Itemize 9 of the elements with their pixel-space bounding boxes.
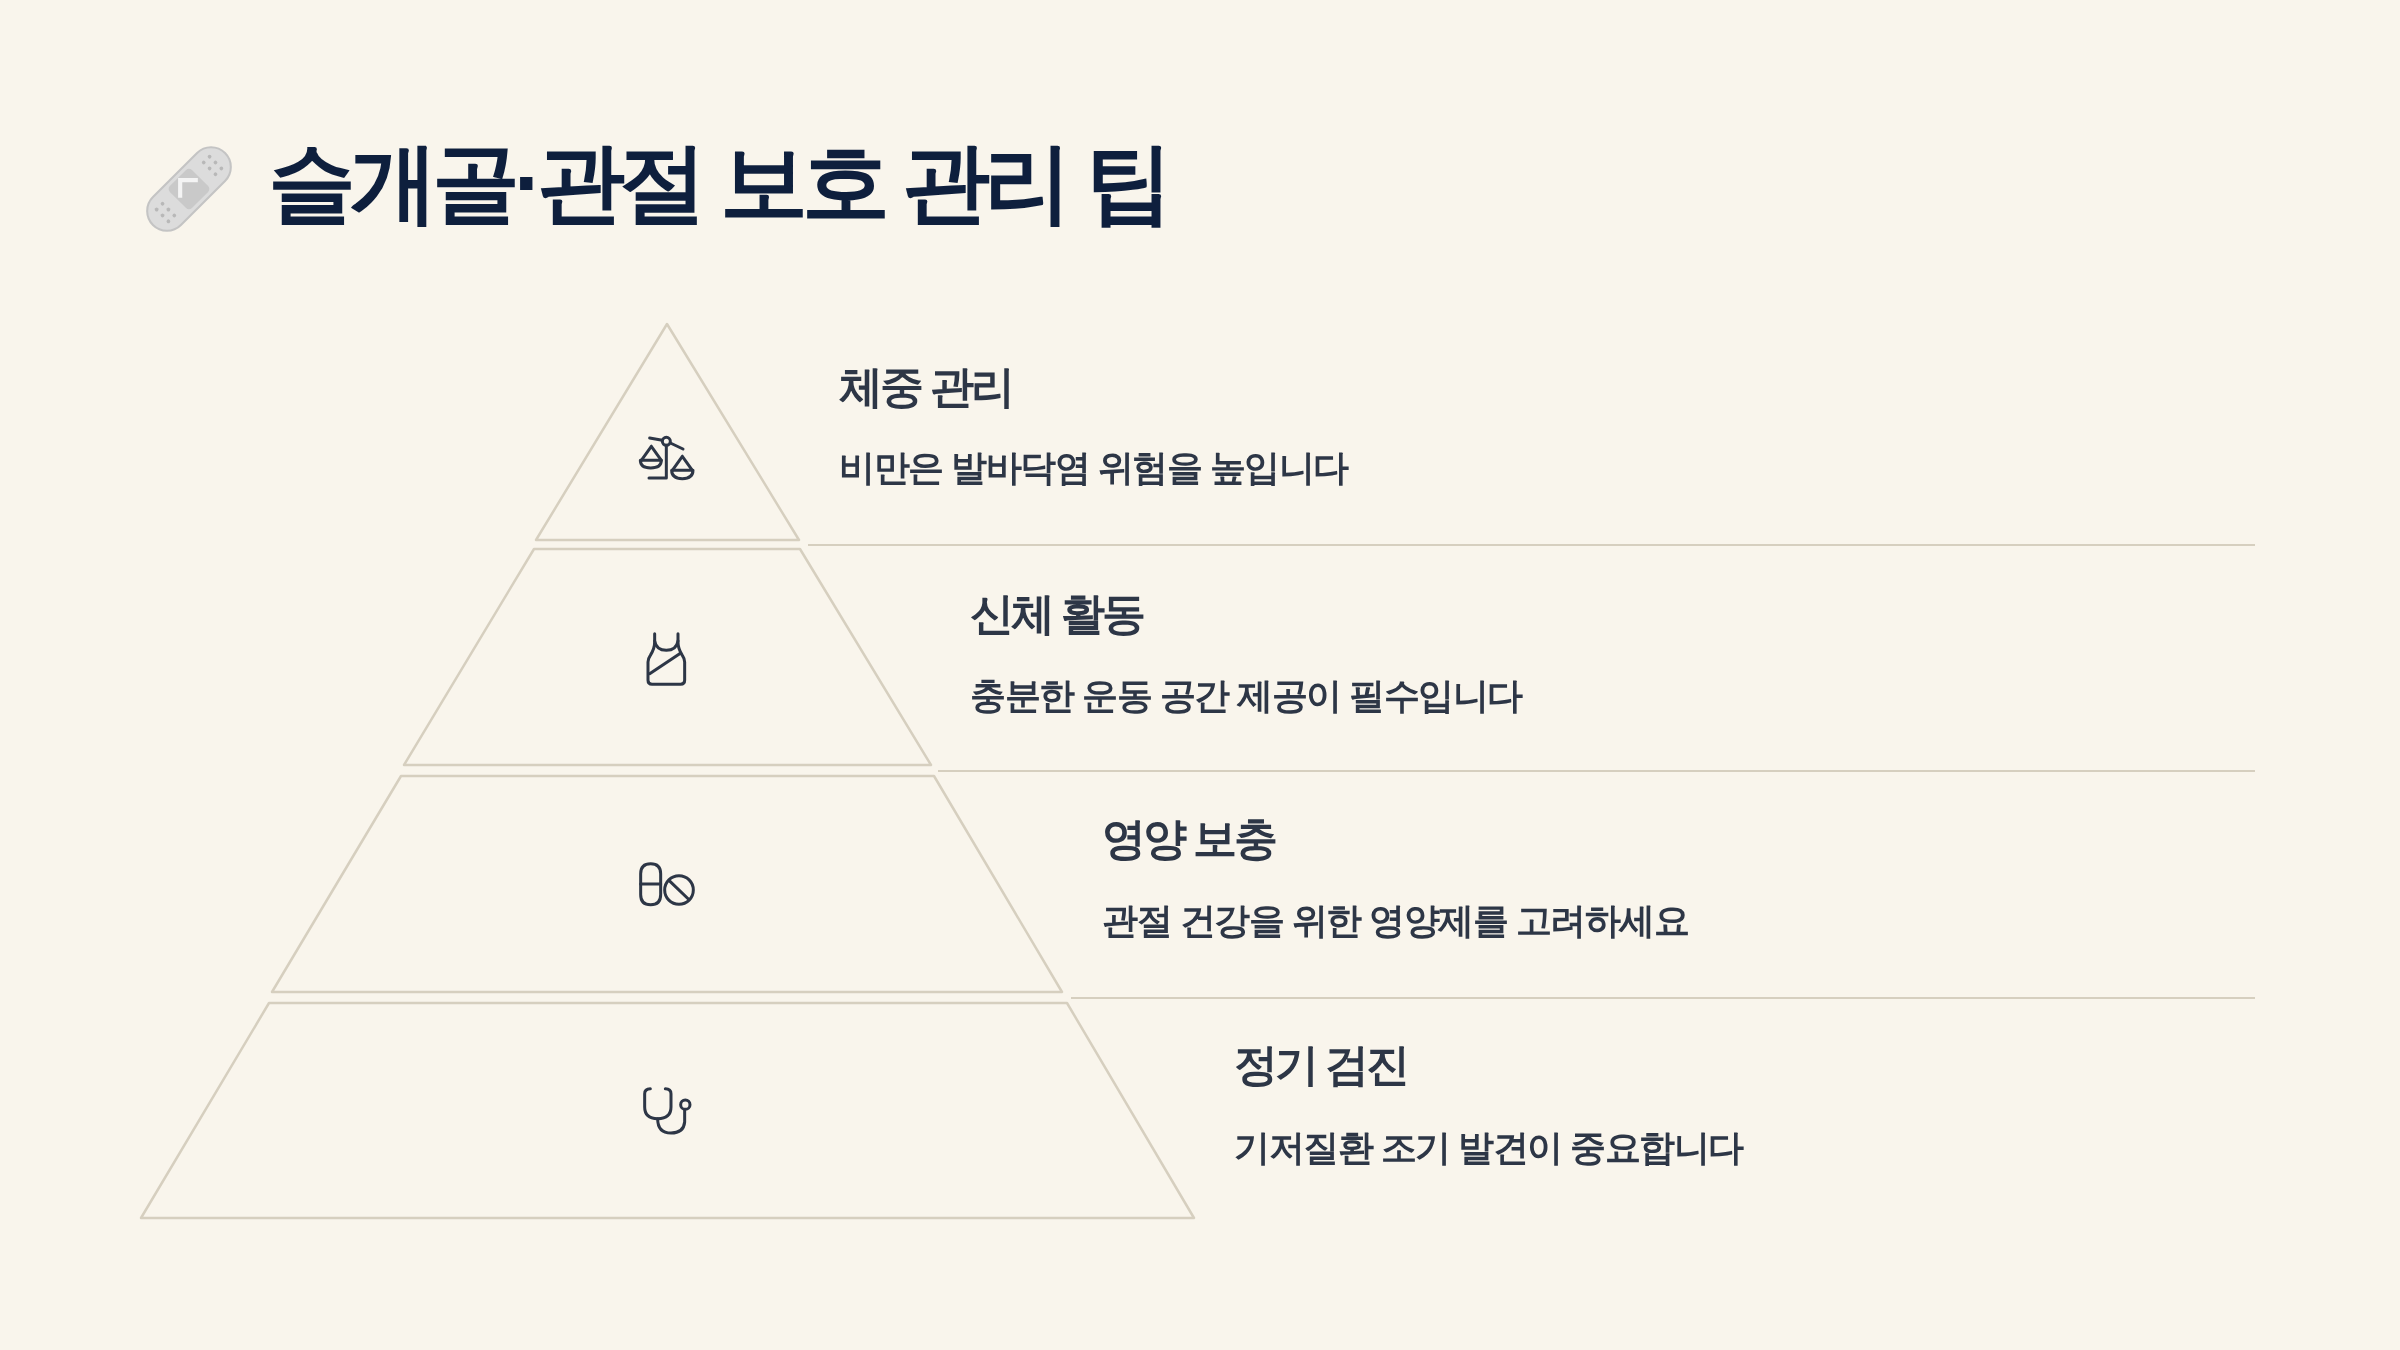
tier-description: 관절 건강을 위한 영양제를 고려하세요 xyxy=(1102,899,1688,943)
tier-description: 기저질환 조기 발견이 중요합니다 xyxy=(1234,1126,1743,1170)
tier-description: 비만은 발바닥염 위험을 높입니다 xyxy=(839,446,1348,490)
tier-heading: 체중 관리 xyxy=(839,360,1013,413)
tier-heading: 신체 활동 xyxy=(970,587,1144,640)
tier-description: 충분한 운동 공간 제공이 필수입니다 xyxy=(970,674,1522,718)
tier-heading: 영양 보충 xyxy=(1102,812,1276,865)
title: 슬개골·관절 보호 관리 팁 xyxy=(268,132,1167,234)
tier-heading: 정기 검진 xyxy=(1234,1038,1408,1091)
